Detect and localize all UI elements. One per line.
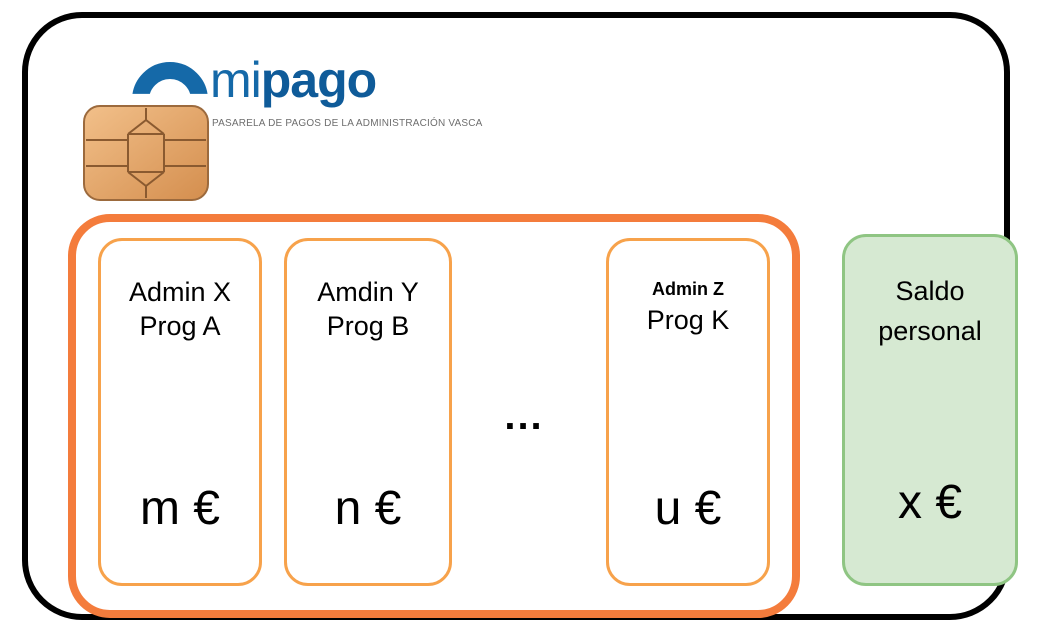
account-program-label: Prog A bbox=[139, 311, 221, 341]
account-admin-z: Admin Z Prog K u € bbox=[606, 238, 770, 586]
mipago-logo: mipago bbox=[210, 50, 377, 110]
more-accounts-ellipsis: ... bbox=[504, 394, 544, 438]
account-admin-label: Amdin Y bbox=[317, 277, 419, 307]
account-title: Admin X Prog A bbox=[101, 275, 259, 343]
account-admin-label: Admin X bbox=[128, 277, 232, 307]
personal-balance-title: Saldo personal bbox=[845, 271, 1015, 351]
account-amount: n € bbox=[334, 482, 402, 535]
logo-mi-text: mi bbox=[210, 52, 262, 108]
program-accounts-group bbox=[68, 214, 800, 618]
account-amount: u € bbox=[654, 482, 722, 535]
account-title: Amdin Y Prog B bbox=[287, 275, 449, 343]
account-admin-x: Admin X Prog A m € bbox=[98, 238, 262, 586]
personal-balance-label-line2: personal bbox=[878, 316, 982, 346]
smart-card-chip-icon bbox=[83, 105, 209, 201]
logo-pago-text: pago bbox=[260, 52, 377, 108]
logo-tagline: PASARELA DE PAGOS DE LA ADMINISTRACIÓN V… bbox=[212, 118, 483, 129]
account-program-label: Prog B bbox=[326, 311, 410, 341]
account-admin-label: Admin Z bbox=[652, 279, 724, 299]
personal-balance-label-line1: Saldo bbox=[895, 276, 965, 306]
account-admin-y: Amdin Y Prog B n € bbox=[284, 238, 452, 586]
account-amount: m € bbox=[139, 482, 220, 535]
personal-balance: Saldo personal x € bbox=[842, 234, 1018, 586]
personal-balance-amount: x € bbox=[897, 476, 963, 529]
account-title: Admin Z Prog K bbox=[609, 275, 767, 337]
account-program-label: Prog K bbox=[646, 305, 730, 335]
